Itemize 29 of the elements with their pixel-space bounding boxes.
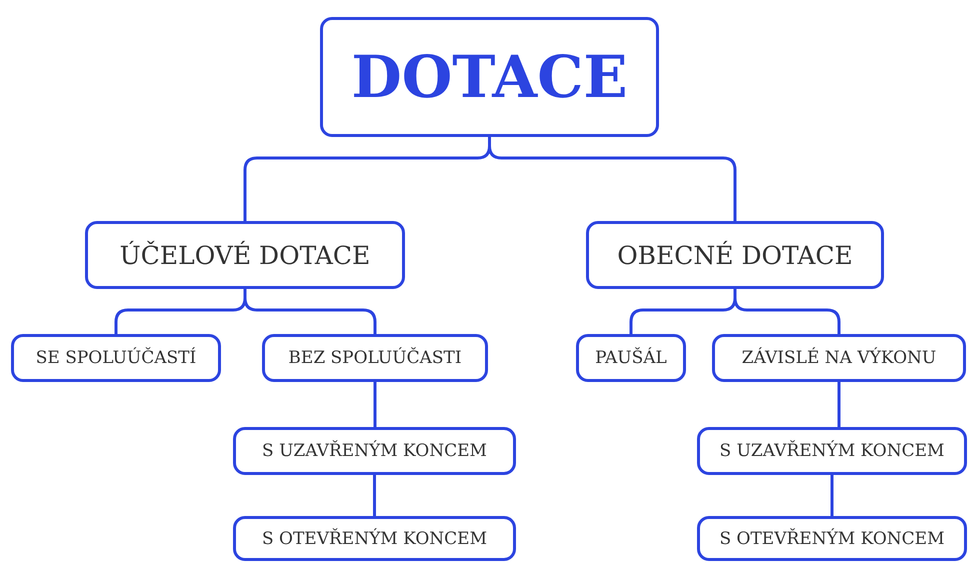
category-label: S UZAVŘENÝM KONCEM [720,441,944,461]
connector-line [830,475,834,516]
category-label: S OTEVŘENÝM KONCEM [719,528,944,548]
category-label: S UZAVŘENÝM KONCEM [262,441,487,461]
category-box [233,516,516,561]
category-label: S OTEVŘENÝM KONCEM [262,528,487,548]
title-box [320,17,659,137]
category-box [697,427,967,475]
category-box [233,427,516,475]
category-label: PAUŠÁL [595,348,667,368]
category-box [576,334,686,382]
connector-line [374,382,376,427]
connector-line [373,475,376,516]
category-label: ÚČELOVÉ DOTACE [120,240,370,270]
category-box [712,334,966,382]
category-box [586,221,884,289]
connector-line [488,137,736,221]
category-label: ZÁVISLÉ NA VÝKONU [742,348,936,368]
category-label: BEZ SPOLUÚČASTI [288,348,462,368]
connector-line [734,289,840,334]
category-box [11,334,221,382]
connector-line [244,289,376,334]
category-label: SE SPOLUÚČASTÍ [36,348,196,368]
connector-line [838,382,840,427]
category-label: OBECNÉ DOTACE [617,240,853,270]
category-box [85,221,405,289]
category-box [262,334,488,382]
category-box [697,516,967,561]
title-text: DOTACE [351,43,628,111]
